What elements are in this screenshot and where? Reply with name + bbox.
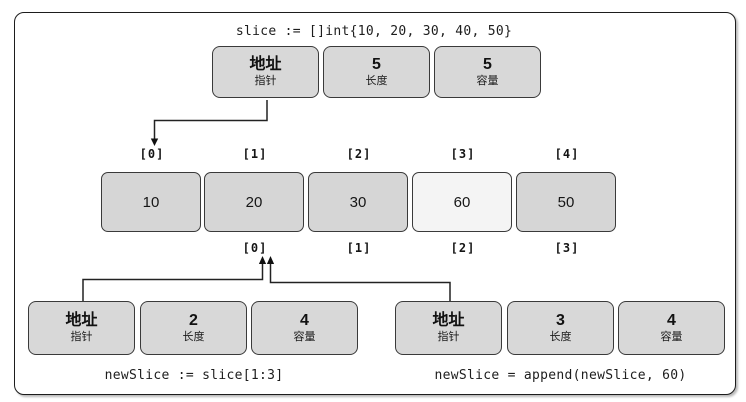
appended-slice-pointer-sub-label: 指针 — [437, 331, 460, 343]
newslice-capacity-box: 4 容量 — [251, 301, 358, 355]
array-bottom-index-0: [0] — [242, 241, 268, 255]
appended-slice-length-label: 长度 — [549, 331, 572, 343]
array-cell-3: 60 — [412, 172, 512, 232]
appended-slice-pointer-box: 地址 指针 — [395, 301, 502, 355]
appended-slice-length-box: 3 长度 — [507, 301, 614, 355]
newslice-address-label: 地址 — [65, 312, 98, 329]
newslice-pointer-box: 地址 指针 — [28, 301, 135, 355]
slice-header-pointer-box: 地址 指针 — [212, 46, 319, 98]
appended-slice-capacity-value: 4 — [667, 312, 676, 329]
appended-slice-length-value: 3 — [556, 312, 565, 329]
newslice-code-caption: newSlice := slice[1:3] — [104, 368, 284, 383]
slice-header-capacity-box: 5 容量 — [434, 46, 541, 98]
newslice-length-box: 2 长度 — [140, 301, 247, 355]
pointer-sub-label: 指针 — [254, 75, 277, 87]
array-bottom-index-3: [3] — [554, 241, 580, 255]
array-bottom-index-2: [2] — [450, 241, 476, 255]
length-value: 5 — [372, 56, 381, 73]
slice-declaration-code: slice := []int{10, 20, 30, 40, 50} — [235, 24, 513, 39]
pointer-address-label: 地址 — [249, 56, 282, 73]
array-cell-1: 20 — [204, 172, 304, 232]
newslice-length-value: 2 — [189, 312, 198, 329]
capacity-value: 5 — [483, 56, 492, 73]
array-cell-4: 50 — [516, 172, 616, 232]
slice-header-length-box: 5 长度 — [323, 46, 430, 98]
length-label: 长度 — [365, 75, 388, 87]
appended-slice-capacity-label: 容量 — [660, 331, 683, 343]
newslice-capacity-label: 容量 — [293, 331, 316, 343]
array-top-index-0: [0] — [139, 147, 165, 161]
newslice-pointer-sub-label: 指针 — [70, 331, 93, 343]
capacity-label: 容量 — [476, 75, 499, 87]
array-top-index-1: [1] — [242, 147, 268, 161]
array-top-index-2: [2] — [346, 147, 372, 161]
newslice-capacity-value: 4 — [300, 312, 309, 329]
array-top-index-3: [3] — [450, 147, 476, 161]
array-top-index-4: [4] — [554, 147, 580, 161]
newslice-length-label: 长度 — [182, 331, 205, 343]
appended-slice-address-label: 地址 — [432, 312, 465, 329]
array-cell-0: 10 — [101, 172, 201, 232]
appended-slice-code-caption: newSlice = append(newSlice, 60) — [434, 368, 687, 383]
array-cell-2: 30 — [308, 172, 408, 232]
array-bottom-index-1: [1] — [346, 241, 372, 255]
appended-slice-capacity-box: 4 容量 — [618, 301, 725, 355]
